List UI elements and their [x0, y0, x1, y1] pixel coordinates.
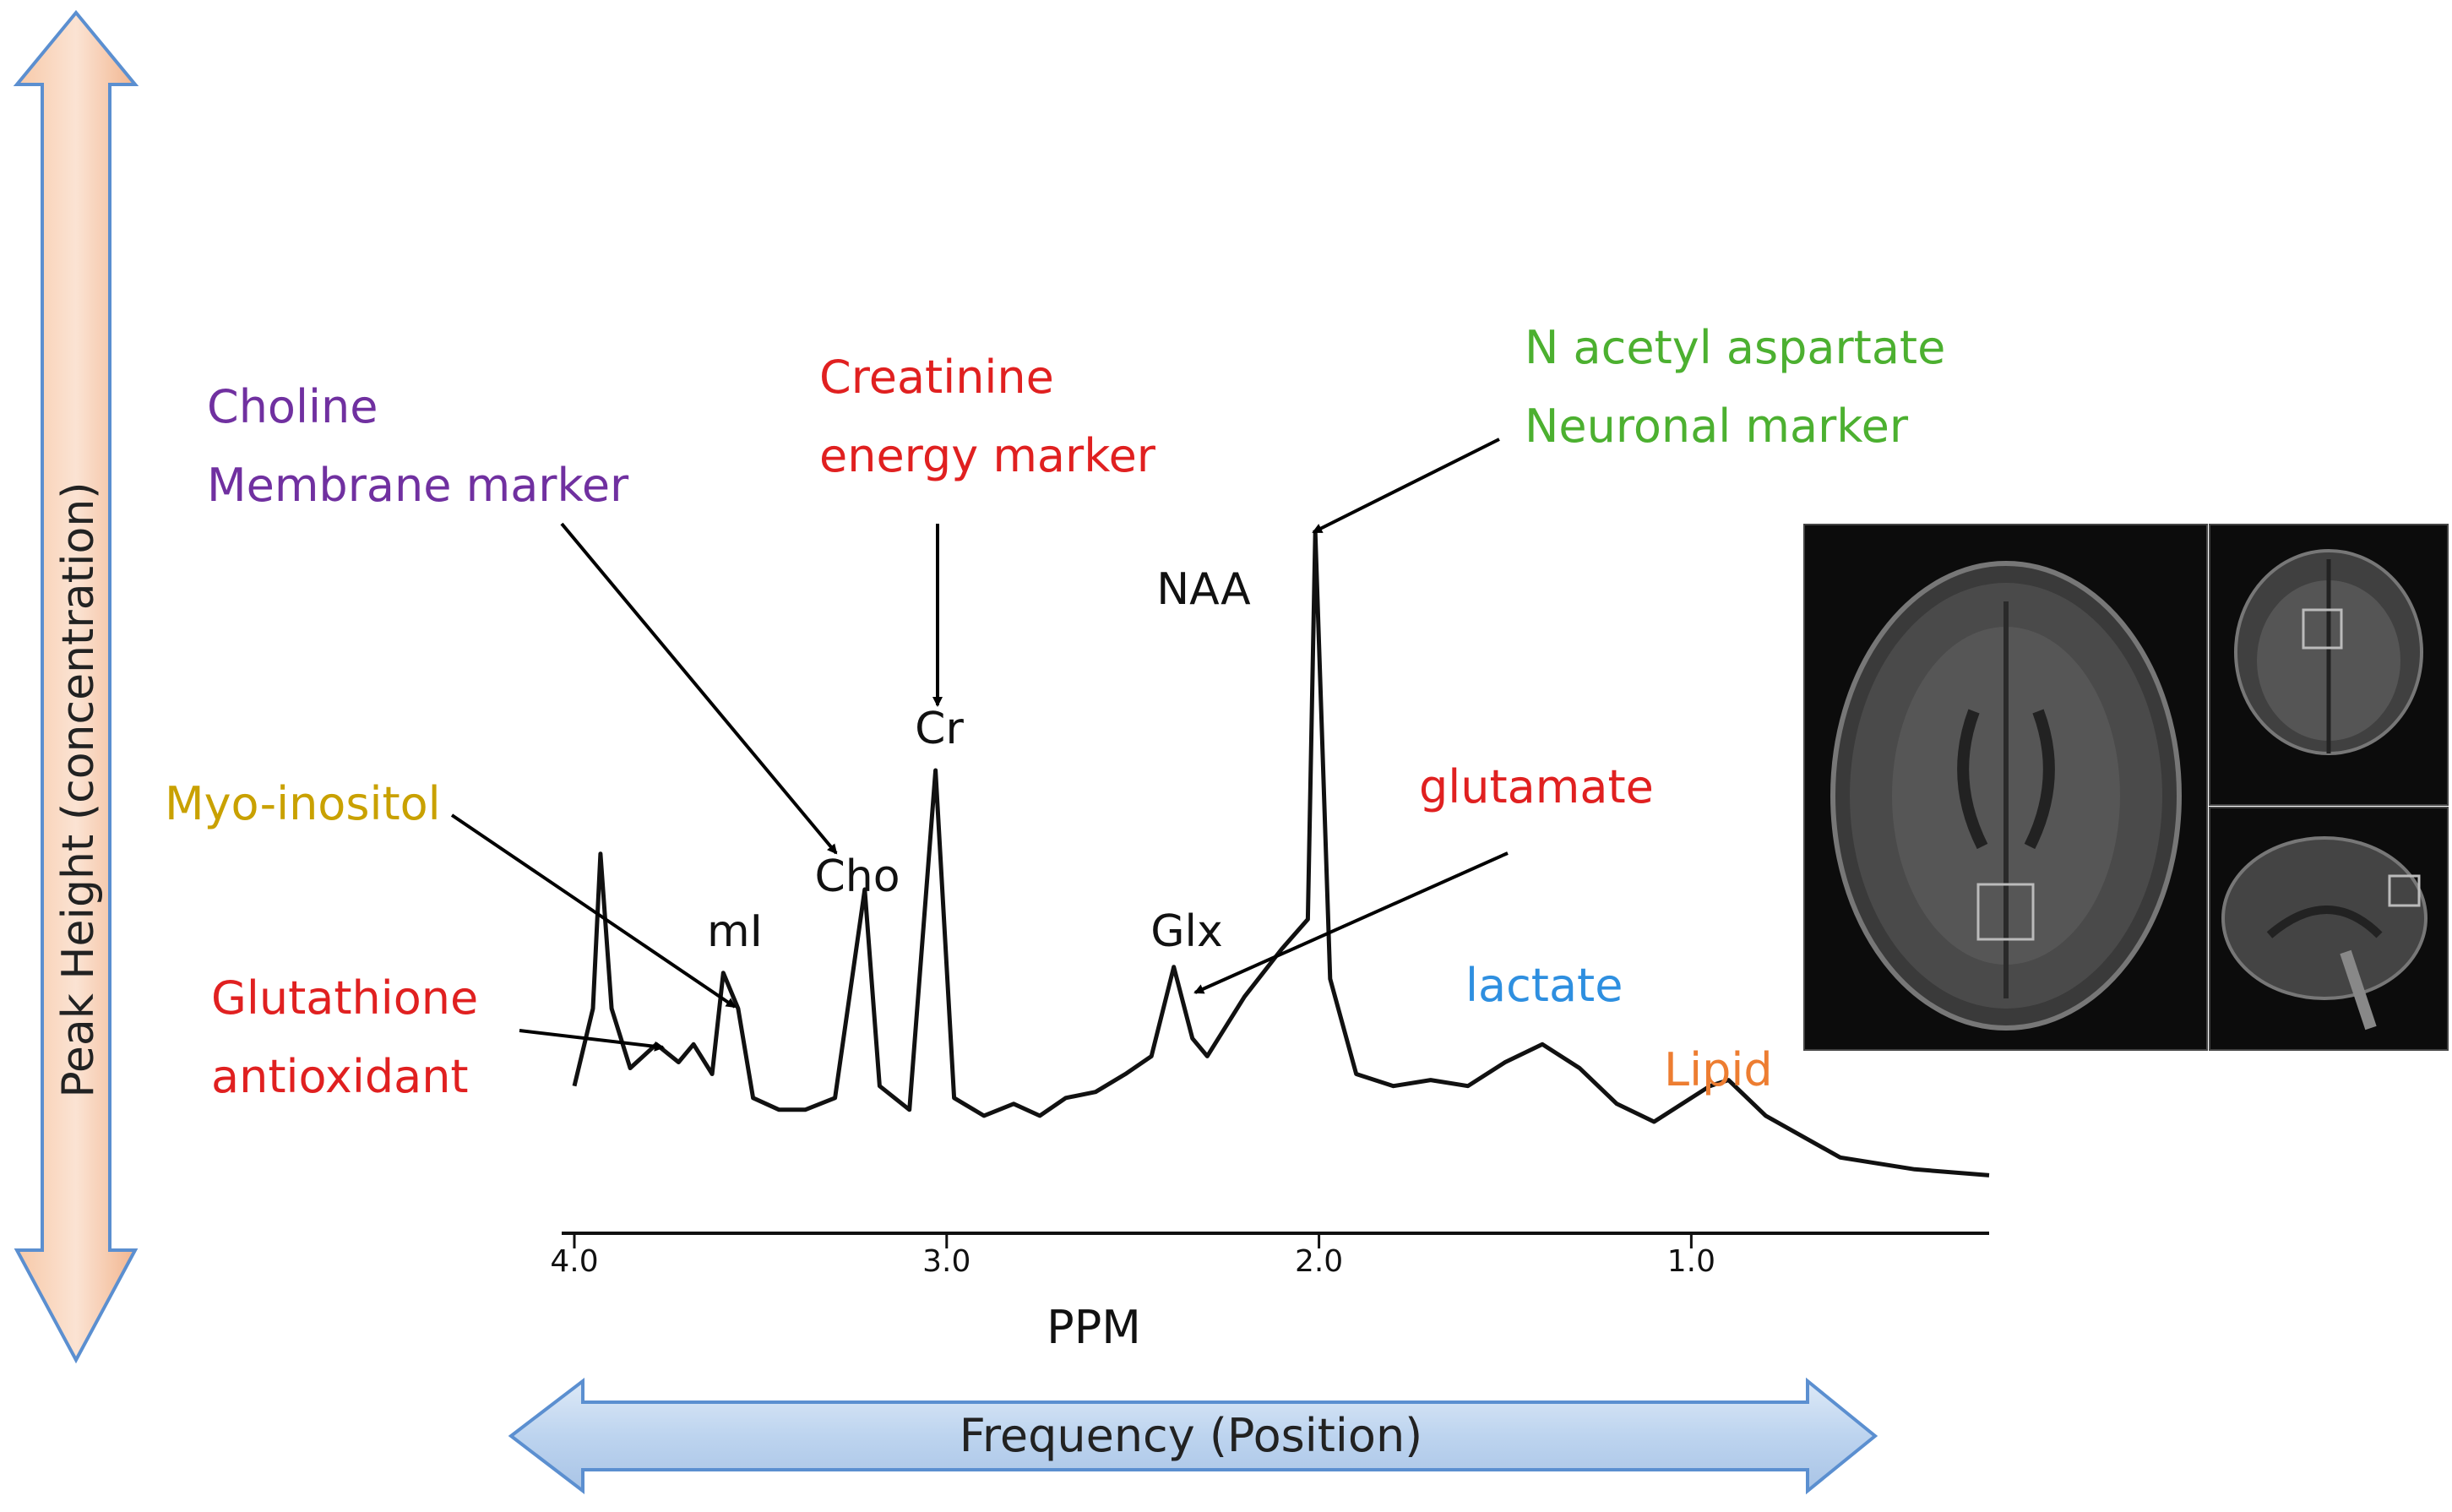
x-axis-ticks: 4.0 3.0 2.0 1.0	[550, 1233, 1715, 1279]
annotation-text: Neuronal marker	[1525, 400, 1909, 453]
peak-label-glx: Glx	[1150, 906, 1223, 957]
annotation-text: energy marker	[819, 429, 1156, 482]
glutathione-arrow	[519, 1029, 665, 1052]
myo-inositol-arrow	[450, 813, 737, 1009]
annotation-text: antioxidant	[211, 1050, 469, 1103]
peak-label-cr: Cr	[915, 704, 964, 754]
naa-arrow	[1312, 438, 1500, 534]
annotation-text: Glutathione	[211, 971, 478, 1025]
annotation-text: N acetyl aspartate	[1525, 321, 1945, 374]
peak-label-cho: Cho	[814, 851, 900, 902]
coronal-brain-icon	[2210, 525, 2447, 804]
vertical-arrow-label: Peak Height (concentration)	[53, 481, 104, 1097]
coronal-mri-image	[2209, 524, 2449, 806]
choline-arrow	[560, 522, 838, 855]
axial-mri-image	[1803, 524, 2208, 1051]
glutamate-arrow	[1193, 851, 1509, 994]
annotation-text: Membrane marker	[207, 459, 629, 512]
horizontal-arrow	[508, 1377, 1878, 1495]
x-tick-label: 4.0	[550, 1244, 598, 1279]
annotation-text: Lipid	[1664, 1043, 1773, 1096]
horizontal-arrow-label: Frequency (Position)	[960, 1409, 1423, 1462]
annotation-text: lactate	[1465, 959, 1623, 1012]
annotation-arrows	[450, 438, 1509, 1052]
annotation-text: glutamate	[1419, 760, 1654, 813]
x-tick-label: 3.0	[922, 1244, 970, 1279]
x-tick-label: 2.0	[1295, 1244, 1343, 1279]
x-axis-label: PPM	[1047, 1301, 1141, 1354]
peak-label-naa: NAA	[1156, 564, 1251, 615]
annotation-text: Myo-inositol	[165, 777, 441, 830]
peak-label-mi: mI	[707, 906, 763, 957]
spectrum-line	[572, 530, 1990, 1178]
sagittal-mri-image	[2209, 807, 2449, 1051]
sagittal-brain-icon	[2210, 808, 2447, 1049]
annotation-text: Creatinine	[819, 351, 1054, 404]
axial-brain-icon	[1805, 525, 2206, 1049]
vertical-arrow	[13, 9, 139, 1364]
x-tick-label: 1.0	[1667, 1244, 1715, 1279]
annotation-text: Choline	[207, 380, 378, 433]
